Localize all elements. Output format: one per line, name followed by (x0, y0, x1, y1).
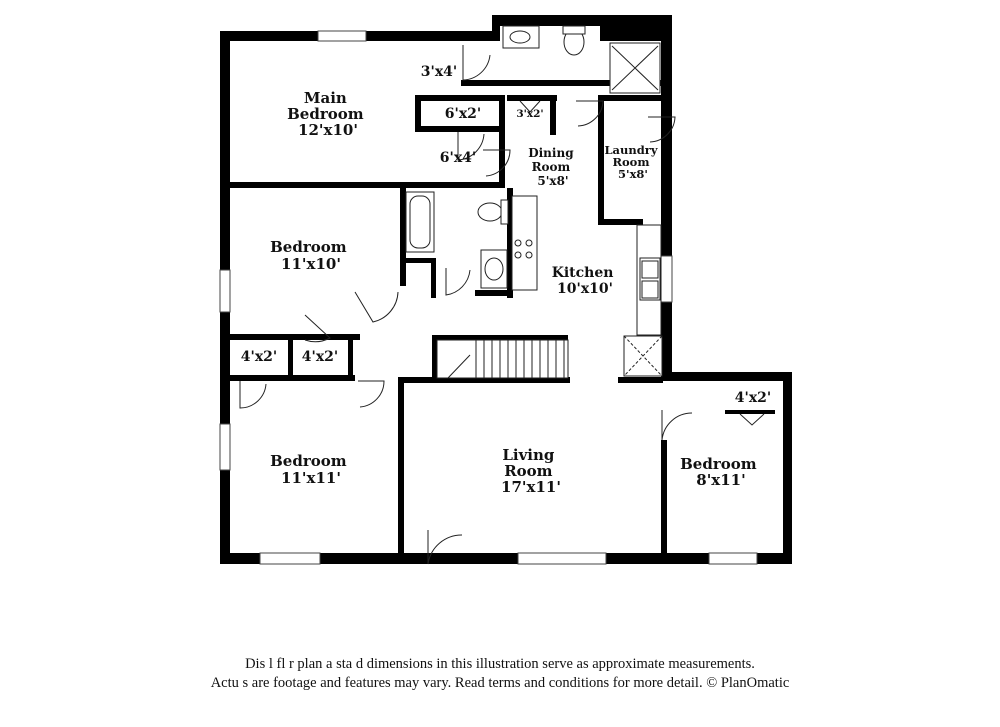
doors (239, 45, 765, 565)
room-label-bedroom-nw: Bedroom 11'x10' (270, 238, 352, 273)
room-dimension: 5'x8' (618, 167, 648, 181)
room-labels: Main Bedroom 12'x10' Bedroom 11'x10' Bed… (270, 89, 762, 496)
room-name-line: Dining (528, 146, 574, 160)
interior-walls (230, 80, 775, 560)
closet-label: 3'x4' (421, 64, 457, 80)
room-dimension: 11'x10' (281, 255, 341, 273)
room-name-line: Laundry (604, 143, 657, 157)
room-label-dining-room: Dining Room 5'x8' (528, 146, 578, 188)
room-dimension: 5'x8' (537, 174, 568, 188)
room-name-line: Living (502, 446, 555, 464)
room-label-main-bedroom: Main Bedroom 12'x10' (287, 89, 369, 139)
room-name-line: Room (532, 160, 571, 174)
room-label-bedroom-sw: Bedroom 11'x11' (270, 452, 352, 487)
windows (219, 30, 758, 565)
closet-labels: 3'x4' 6'x2' 3'x2' 6'x4' 4'x2' 4'x2' 4'x2… (241, 64, 771, 406)
closet-label: 4'x2' (241, 349, 277, 365)
room-dimension: 10'x10' (557, 281, 613, 297)
room-name-line: Main (304, 89, 347, 107)
room-label-laundry-room: Laundry Room 5'x8' (604, 143, 661, 181)
closet-label: 6'x4' (440, 150, 476, 166)
room-name-line: Bedroom (270, 238, 347, 256)
toilet-mid (477, 202, 503, 222)
room-label-living-room: Living Room 17'x11' (501, 446, 561, 496)
room-name-line: Bedroom (270, 452, 347, 470)
room-name-line: Room (612, 155, 649, 169)
disclaimer-line-1: Dis l fl r plan a sta d dimensions in th… (245, 656, 755, 672)
room-label-kitchen: Kitchen 10'x10' (552, 265, 619, 297)
room-dimension: 11'x11' (281, 469, 341, 487)
closet-label: 4'x2' (735, 390, 771, 406)
closet-label: 3'x2' (516, 108, 543, 120)
stairs (436, 339, 569, 379)
room-label-bedroom-se: Bedroom 8'x11' (680, 455, 762, 489)
room-dimension: 17'x11' (501, 478, 561, 496)
closet-label: 6'x2' (445, 106, 481, 122)
room-name-line: Bedroom (680, 455, 757, 473)
fixtures (405, 25, 663, 377)
room-name-line: Kitchen (552, 265, 614, 281)
room-name-line: Room (504, 462, 552, 480)
disclaimer-line-2: Actu s are footage and features may vary… (210, 675, 790, 691)
room-name-line: Bedroom (287, 105, 364, 123)
room-dimension: 12'x10' (298, 121, 358, 139)
room-dimension: 8'x11' (696, 471, 745, 489)
closet-label: 4'x2' (302, 349, 338, 365)
